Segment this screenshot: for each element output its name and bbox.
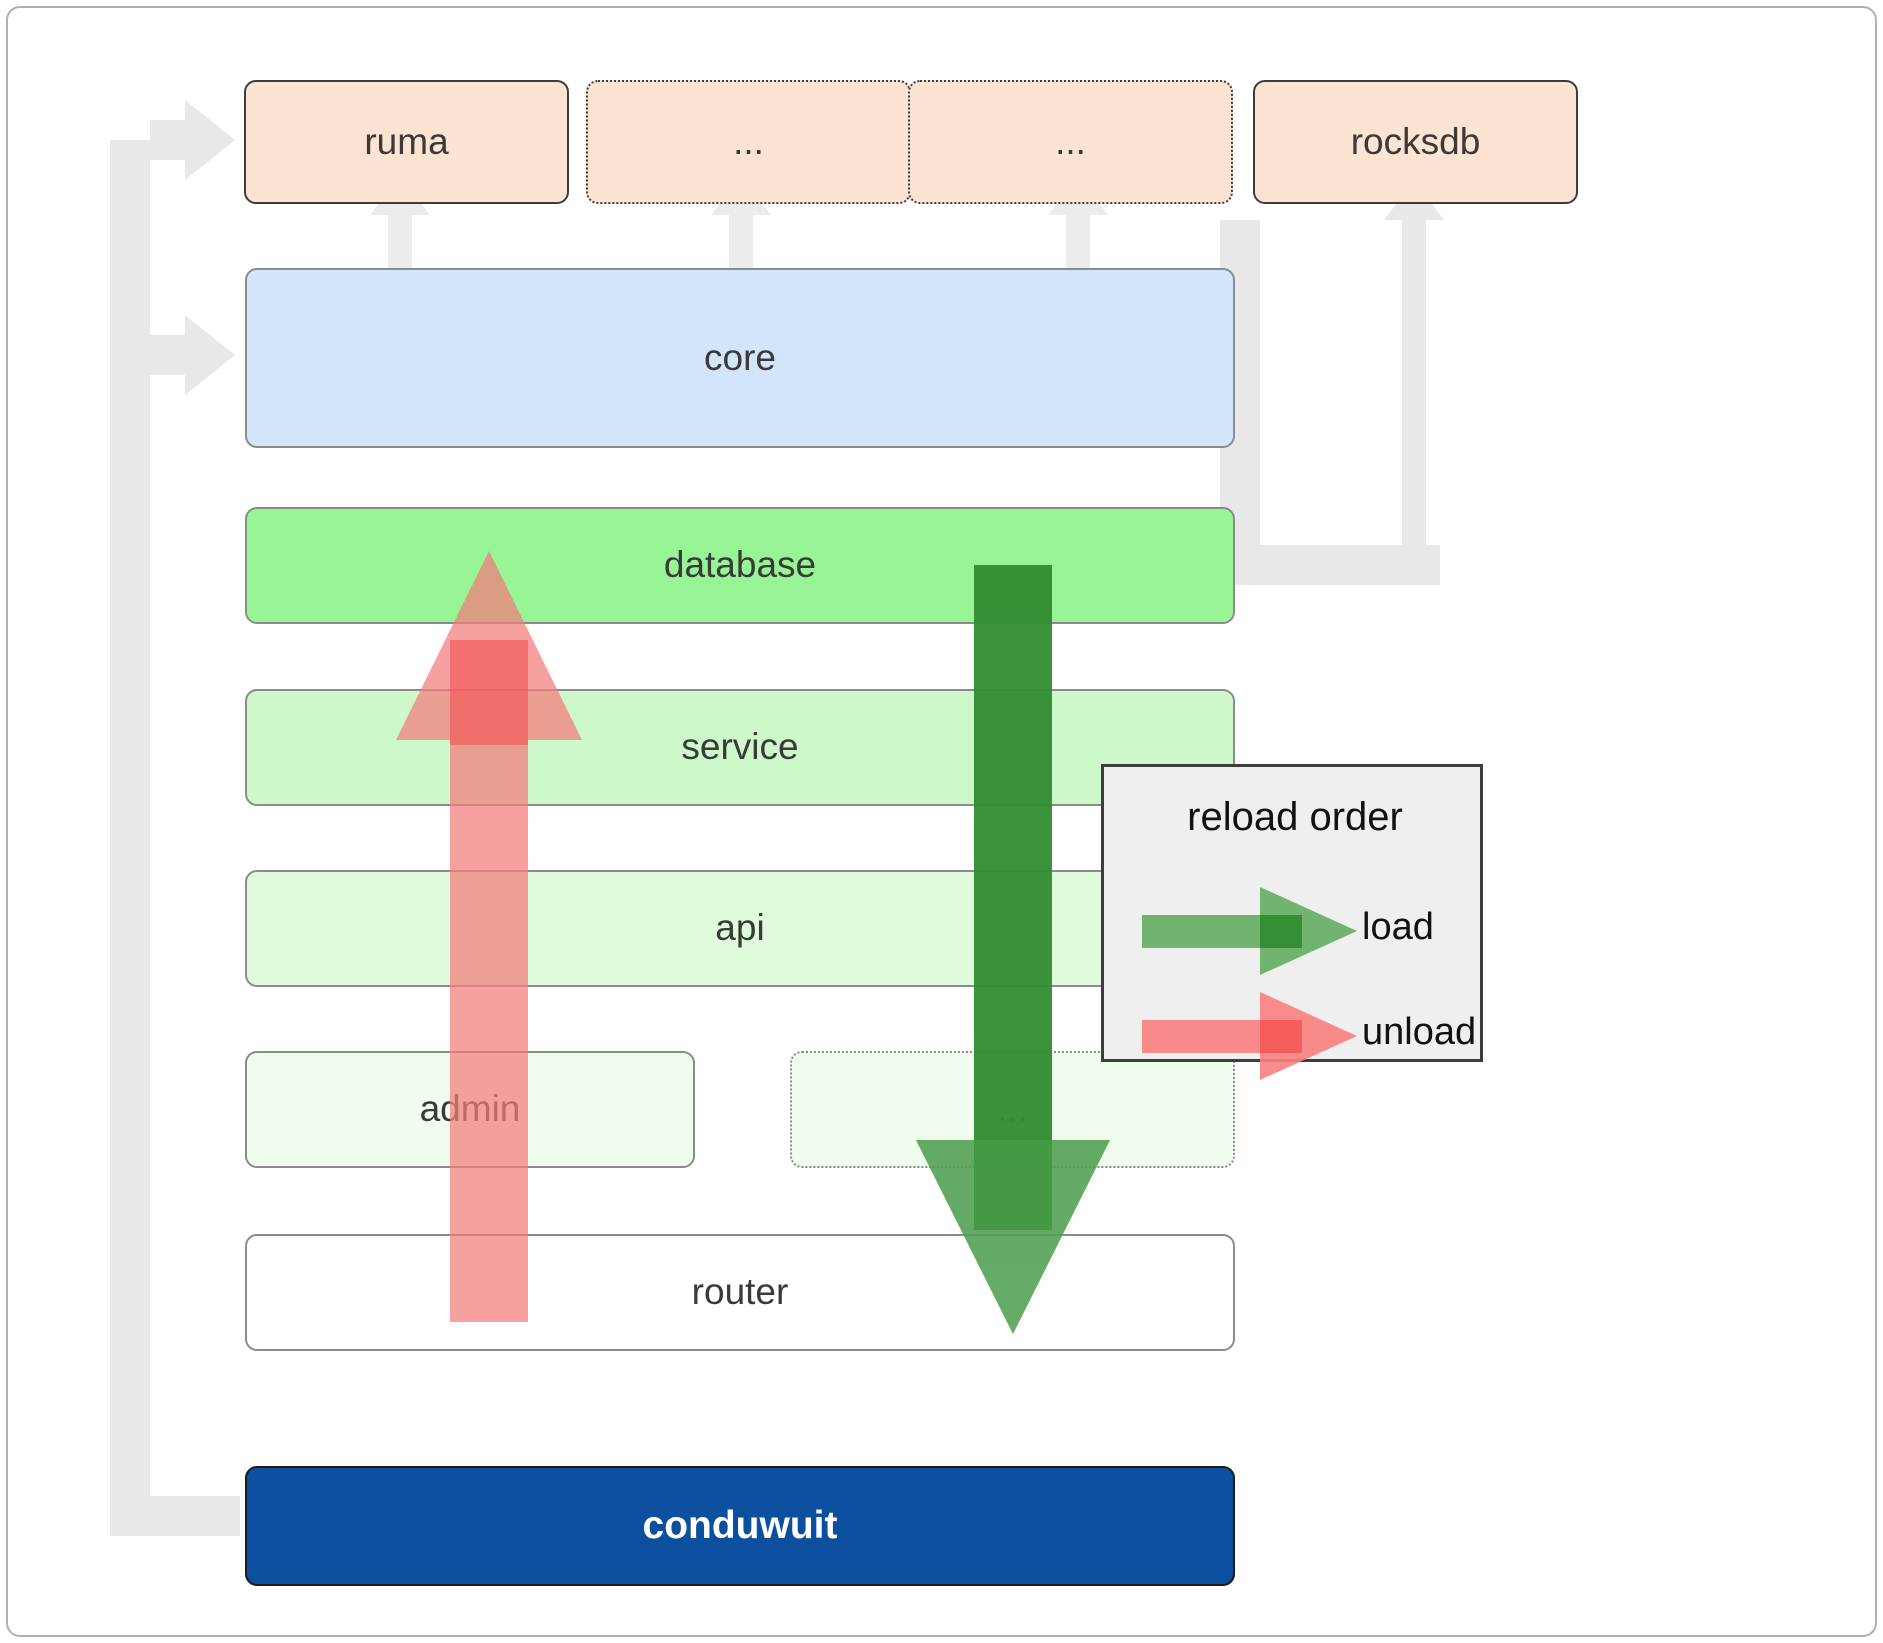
connector-conduwuit-to-top [110,100,240,1536]
node-ellipsis-1[interactable]: ... [586,80,911,204]
legend-unload-arrow-icon [1142,992,1357,1080]
node-database[interactable]: database [245,507,1235,624]
legend-panel: reload order load unload [1101,764,1483,1080]
node-api[interactable]: api [245,870,1235,987]
node-core[interactable]: core [245,268,1235,448]
node-router[interactable]: router [245,1234,1235,1351]
node-ellipsis-2[interactable]: ... [908,80,1233,204]
node-label: service [681,726,799,768]
node-label: rocksdb [1350,120,1481,162]
load-arrow-core [974,565,1052,1230]
unload-arrow-core [450,640,528,745]
node-label: ... [733,120,764,162]
node-conduwuit[interactable]: conduwuit [245,1466,1235,1586]
node-label: router [691,1271,789,1313]
legend-load-arrow-icon [1142,887,1357,975]
legend-label-unload: unload [1362,1011,1477,1053]
node-label: conduwuit [642,1503,838,1547]
legend-label-load: load [1362,906,1434,948]
node-label: database [663,544,817,586]
node-ruma[interactable]: ruma [244,80,569,204]
node-label: ruma [364,120,449,162]
node-label: api [715,907,765,949]
load-arrow-head-overlay [916,1140,1110,1334]
legend-title: reload order [1187,795,1403,839]
node-label: ... [1055,120,1086,162]
node-rocksdb[interactable]: rocksdb [1253,80,1578,204]
node-service[interactable]: service [245,689,1235,806]
node-label: core [704,336,776,378]
